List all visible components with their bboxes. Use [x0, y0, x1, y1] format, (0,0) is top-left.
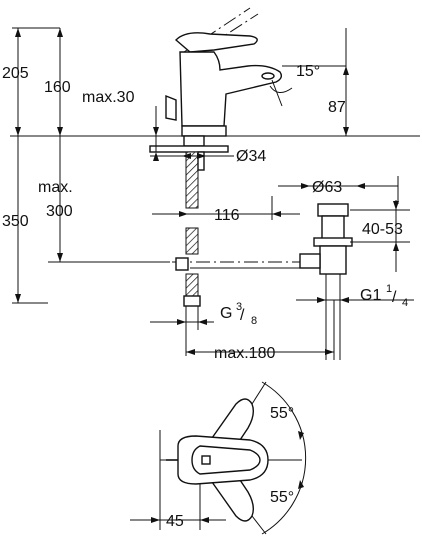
- thread-g114-slash: /: [392, 289, 397, 306]
- dim-160-label: 160: [44, 79, 71, 96]
- linkage-clamp: [175, 257, 189, 271]
- hose-connector: [183, 295, 201, 307]
- thread-g38-main: G: [220, 305, 232, 322]
- thread-g38-slash: /: [240, 307, 245, 324]
- dim-55-bottom-label: 55°: [270, 489, 294, 506]
- drain-nut: [313, 237, 353, 247]
- dim-45-label: 45: [166, 513, 184, 530]
- angle-55-top-leg: [251, 381, 267, 405]
- dim-87-label: 87: [328, 99, 346, 116]
- dim-max30-label: max.30: [82, 89, 135, 106]
- temperature-marker: [201, 455, 211, 465]
- swing-arc: [261, 381, 307, 535]
- thread-g38-denominator: 8: [251, 315, 257, 327]
- dim-dia34-label: Ø34: [236, 148, 266, 165]
- drain-assembly: [299, 203, 353, 360]
- dim-116-label: 116: [214, 207, 240, 224]
- faucet-top-handle: [191, 445, 261, 475]
- mounting-assembly: [149, 135, 229, 307]
- drain-plug: [317, 203, 349, 217]
- dim-dia63-label: Ø63: [312, 179, 342, 196]
- lever-handle: [174, 32, 258, 53]
- mounting-plate: [149, 145, 229, 153]
- hose-middle: [185, 227, 199, 255]
- aerator: [261, 72, 275, 80]
- angle-15-leg: [271, 79, 283, 107]
- hose-lower: [185, 273, 199, 297]
- hose-upper: [185, 151, 199, 209]
- dim-15deg-label: 15°: [296, 63, 320, 80]
- faucet-base: [181, 125, 227, 137]
- shank: [197, 151, 205, 171]
- side-view: 205 160 max.30 15° 87 Ø34 max. 300 350: [2, 7, 420, 362]
- spout-body: [179, 51, 283, 127]
- top-view: 55° 55° 45: [130, 381, 307, 535]
- thread-g114-numerator: 1: [386, 283, 392, 295]
- dim-350-label: 350: [2, 213, 29, 230]
- mounting-nut: [183, 135, 205, 147]
- drain-tailpiece: [319, 245, 347, 275]
- pop-up-rod: [165, 94, 177, 121]
- thread-g114-main: G1: [360, 287, 381, 304]
- angle-55-bottom-leg: [251, 515, 267, 535]
- faucet-body: [165, 32, 283, 137]
- drain-pivot: [299, 253, 321, 269]
- thread-g38-numerator: 3: [236, 301, 242, 313]
- thread-g114-denominator: 4: [402, 297, 408, 309]
- dim-55-top-label: 55°: [270, 405, 294, 422]
- dim-max300-label-2: 300: [46, 203, 73, 220]
- dim-40-53-label: 40-53: [362, 221, 403, 238]
- dim-max180-label: max.180: [214, 345, 275, 362]
- dim-205-label: 205: [2, 65, 29, 82]
- dim-max300-label-1: max.: [38, 179, 73, 196]
- angle-15-arc: [269, 85, 293, 93]
